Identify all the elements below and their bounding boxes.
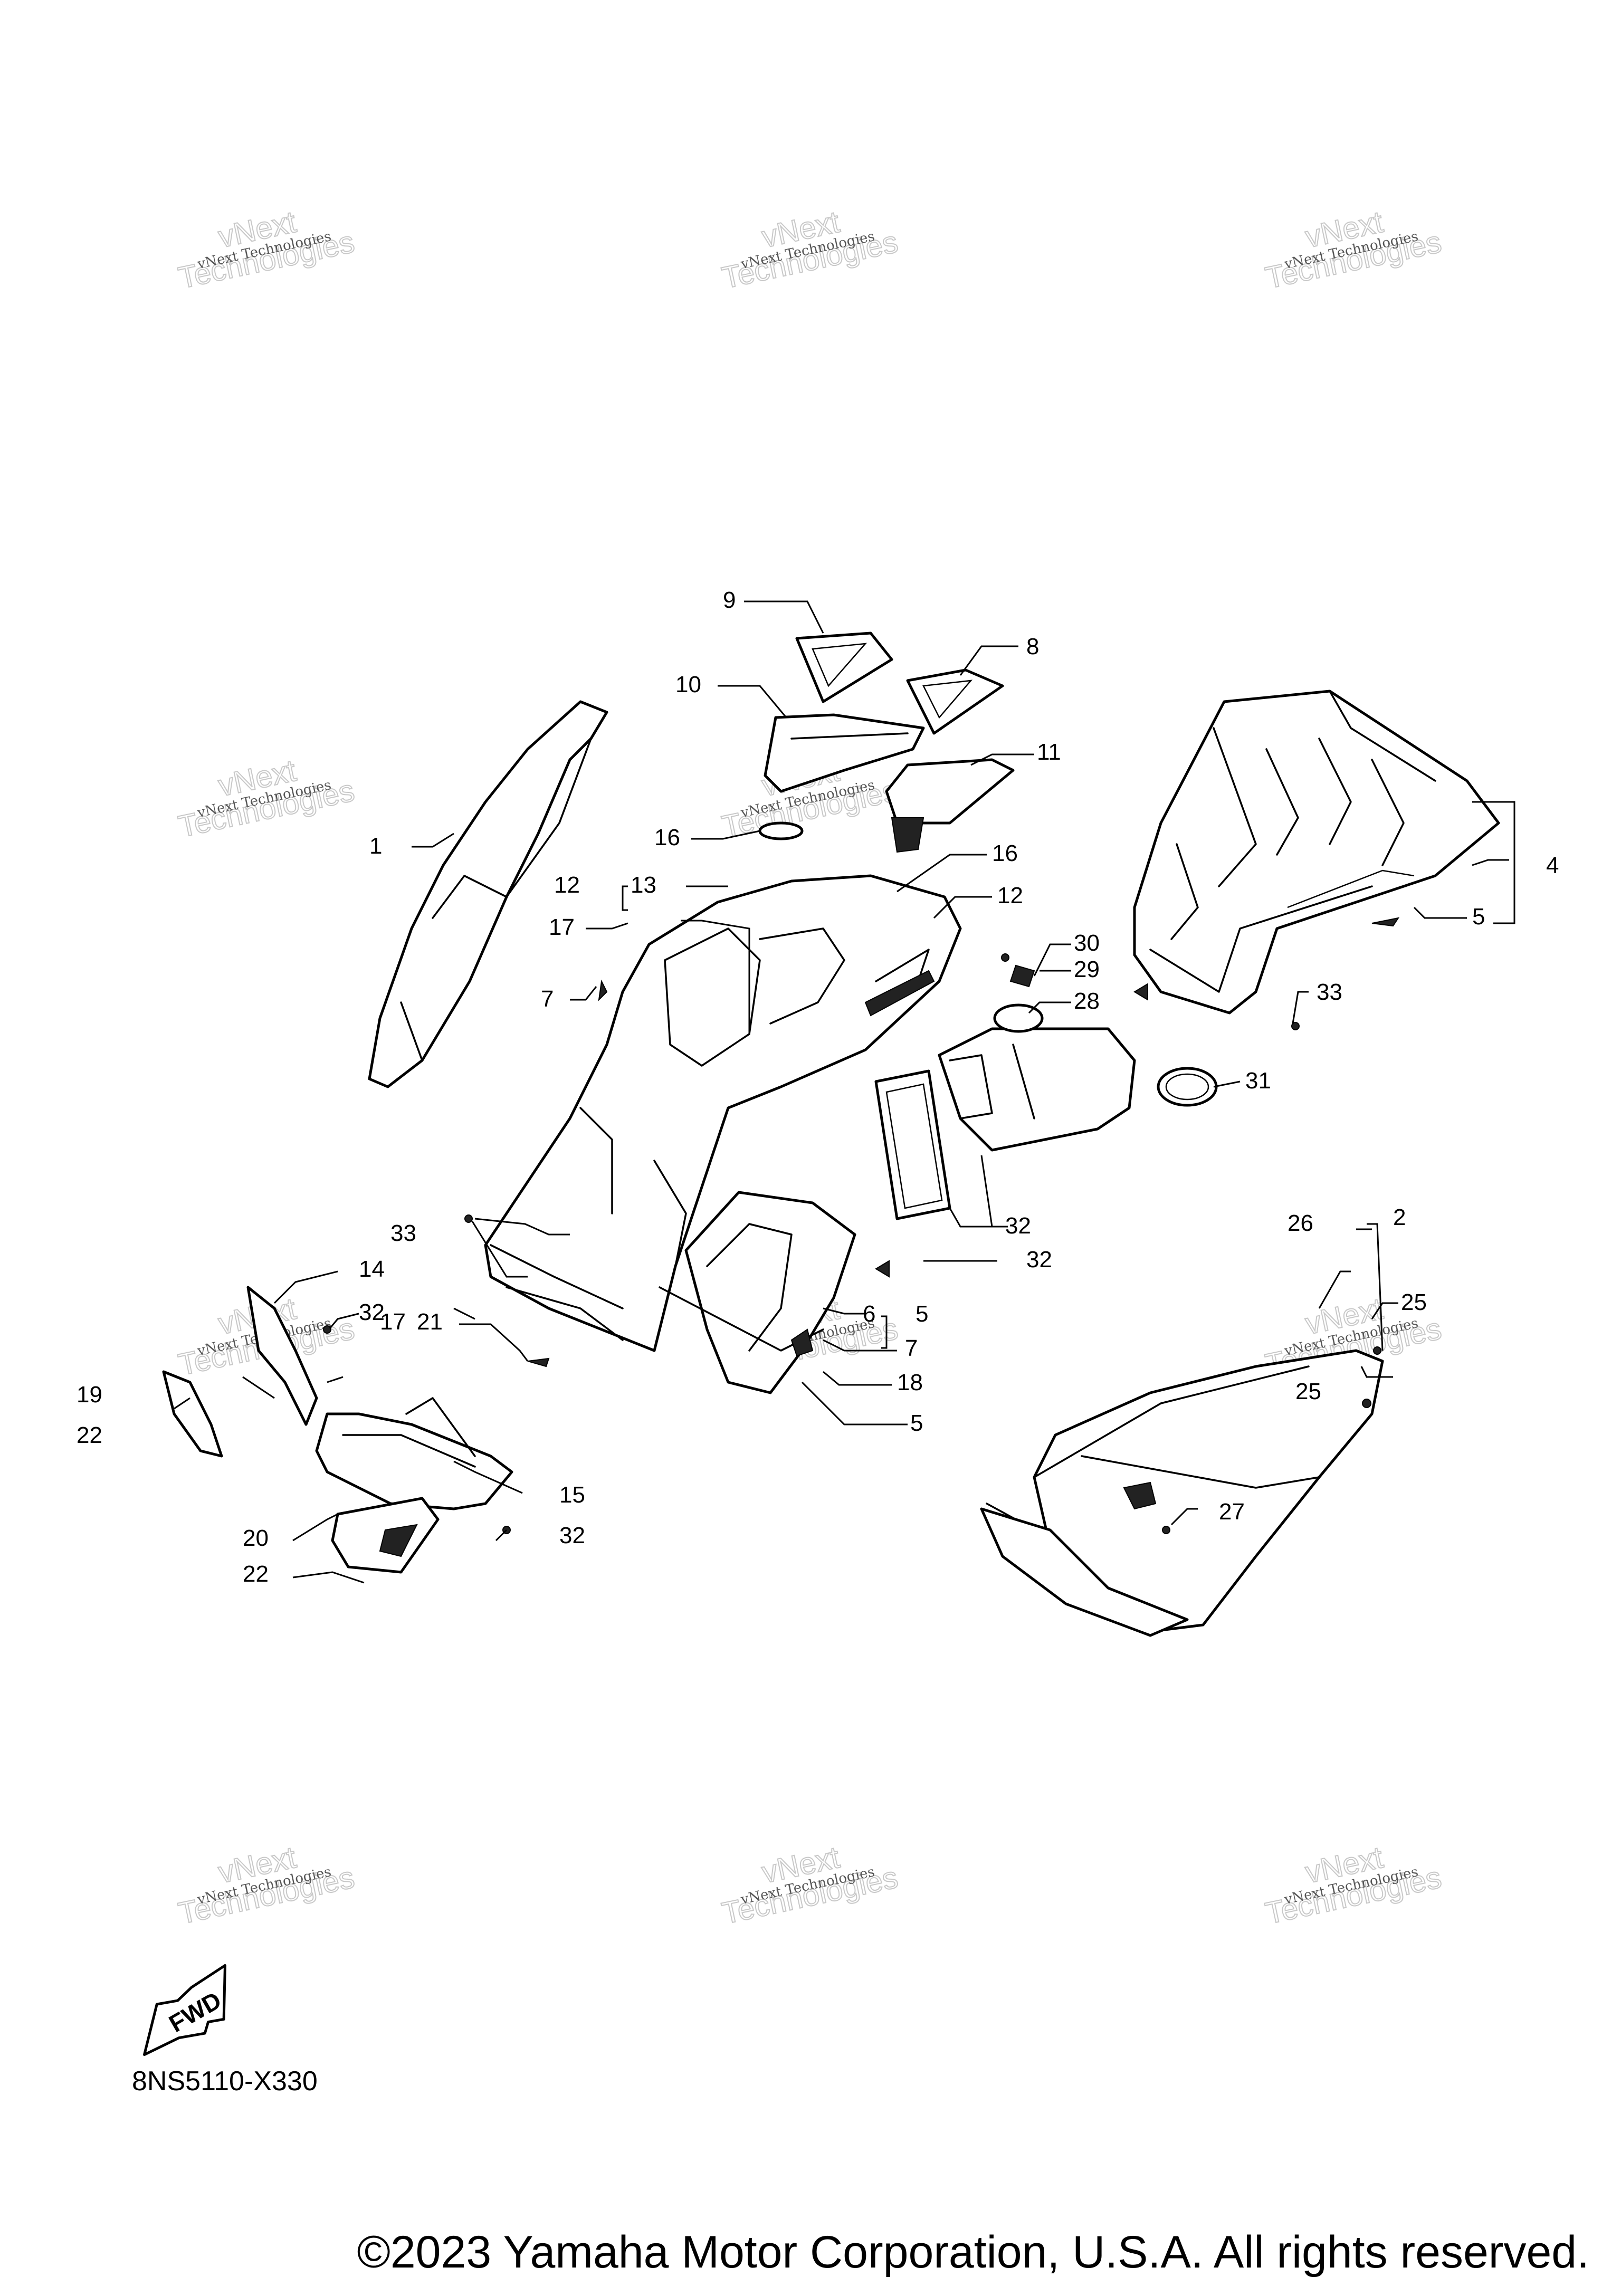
callout-5: 5 xyxy=(910,1410,923,1436)
part-16-grommet xyxy=(758,821,804,840)
callout-31: 32 xyxy=(1005,1213,1031,1239)
callout-17: 17 xyxy=(380,1309,406,1335)
callout-numbers: 9 8 10 11 1 16 16 12 13 12 17 7 4 5 30 2… xyxy=(77,587,1559,1587)
callout-22: 22 xyxy=(243,1561,269,1587)
diagram-code: 8NS5110-X330 xyxy=(132,2066,318,2097)
part-12-13-main-hood xyxy=(484,874,962,1352)
watermark: Technologies vNext vNext Technologies xyxy=(719,1840,902,1931)
callout-16: 16 xyxy=(992,840,1018,866)
callout-25: 26 xyxy=(1288,1210,1313,1236)
callout-12: 12 xyxy=(997,883,1023,908)
callout-28: 30 xyxy=(1074,930,1100,956)
watermark: Technologies vNext vNext Technologies xyxy=(719,204,902,296)
part-19-plate xyxy=(162,1370,223,1458)
part-10-panel xyxy=(764,713,925,793)
callout-23: 25 xyxy=(1295,1379,1321,1404)
callout-33: 33 xyxy=(1317,979,1342,1005)
part-9-vent xyxy=(906,668,1004,735)
callout-24: 25 xyxy=(1401,1289,1427,1315)
callout-12: 12 xyxy=(554,872,580,898)
callout-8: 9 xyxy=(723,587,736,613)
callout-17: 17 xyxy=(549,914,575,940)
callout-11: 11 xyxy=(1037,739,1061,765)
copyright-notice: ©2023 Yamaha Motor Corporation, U.S.A. A… xyxy=(357,2227,1589,2278)
callout-18: 18 xyxy=(897,1370,923,1395)
callout-7: 7 xyxy=(541,986,554,1012)
watermark: Technologies vNext vNext Technologies xyxy=(1262,1840,1445,1931)
part-8-vent xyxy=(795,632,893,703)
callout-7: 7 xyxy=(905,1335,918,1361)
callout-29: 31 xyxy=(1245,1068,1271,1094)
callout-1: 1 xyxy=(369,833,382,859)
leader-lines xyxy=(174,600,1509,1584)
callout-25: 27 xyxy=(1219,1499,1245,1525)
callout-33: 33 xyxy=(390,1220,416,1246)
watermark: Technologies vNext vNext Technologies xyxy=(1262,204,1445,296)
callout-16: 16 xyxy=(654,825,680,850)
callout-6: 6 xyxy=(863,1301,875,1327)
callout-26: 28 xyxy=(1074,988,1100,1014)
callout-13: 13 xyxy=(631,872,656,898)
part-11-duct xyxy=(885,758,1015,853)
part-14-bracket xyxy=(246,1286,318,1426)
part-31-intake-duct xyxy=(938,1027,1136,1152)
callout-20: 20 xyxy=(243,1525,269,1551)
callout-10: 10 xyxy=(675,672,701,697)
callout-27: 29 xyxy=(1074,956,1100,982)
part-2-side-cover-right xyxy=(980,1349,1384,1637)
callout-15: 15 xyxy=(559,1482,585,1508)
callout-32: 32 xyxy=(559,1523,585,1548)
part-5-6-18-lower-panel xyxy=(659,1191,856,1394)
callout-14: 14 xyxy=(359,1256,385,1282)
watermark: Technologies vNext vNext Technologies xyxy=(175,1840,358,1931)
part-27-clip xyxy=(1009,964,1035,988)
callout-9: 8 xyxy=(1026,634,1039,659)
callout-2: 2 xyxy=(1393,1204,1406,1230)
part-26-ring xyxy=(993,1003,1044,1033)
arrow-icon xyxy=(875,1260,890,1278)
bracket xyxy=(1472,801,1515,924)
callout-3: 4 xyxy=(1546,853,1559,878)
callout-32: 32 xyxy=(359,1299,385,1325)
part-28-screw xyxy=(1001,953,1009,962)
callout-21: 21 xyxy=(417,1309,443,1335)
arrow-icon xyxy=(1133,983,1148,1001)
callout-30: 32 xyxy=(1026,1247,1052,1273)
callout-5: 5 xyxy=(916,1301,928,1327)
watermark: Technologies vNext vNext Technologies xyxy=(175,204,358,296)
part-15-panel xyxy=(315,1397,513,1510)
callout-19: 19 xyxy=(77,1382,102,1408)
callout-22: 22 xyxy=(77,1422,102,1448)
callout-4: 5 xyxy=(1472,904,1485,930)
part-3-4-rear-tray xyxy=(1133,690,1500,1015)
part-1-side-cover-left xyxy=(368,700,608,1088)
watermark: Technologies vNext vNext Technologies xyxy=(175,753,358,845)
part-20-grille xyxy=(331,1497,440,1574)
fwd-arrow-icon: FWD xyxy=(143,1964,226,2056)
